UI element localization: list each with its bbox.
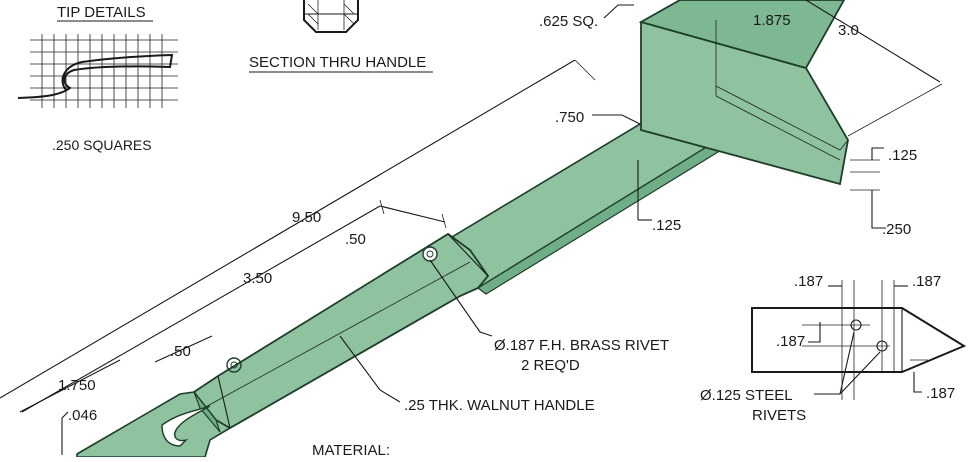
dim-line-950 (0, 59, 576, 399)
walnut-handle-top (192, 232, 490, 430)
walnut-handle-side (193, 391, 221, 433)
main-tool (76, 111, 720, 458)
dim-250-label: .250 (882, 221, 911, 238)
squares-label: .250 SQUARES (52, 137, 152, 153)
brass-rivet-lower (226, 357, 242, 373)
detail-outline (751, 307, 967, 373)
dim-625-sq-label: .625 SQ. (539, 13, 598, 30)
dim-30-label: 3.0 (838, 22, 859, 39)
dim-046-label: .046 (68, 407, 97, 424)
det-187-c-label: .187 (776, 333, 805, 350)
tip-profile-outline (17, 53, 174, 99)
tip-details-view: TIP DETAILS .250 SQUARES (17, 4, 178, 153)
brass-rivet-line2: 2 REQ'D (521, 357, 580, 374)
tip-details-title: TIP DETAILS (57, 4, 146, 21)
dim-1875-label: 1.875 (753, 12, 791, 29)
det-187-b-label: .187 (912, 273, 941, 290)
rivet-detail-view: .187 .187 .187 .187 Ø.125 STEEL RIVETS (700, 273, 967, 424)
walnut-handle-label: .25 THK. WALNUT HANDLE (404, 397, 595, 414)
dim-125-top-label: .125 (888, 147, 917, 164)
brass-rivet-upper (422, 246, 438, 262)
brass-rivet-line1: Ø.187 F.H. BRASS RIVET (494, 337, 669, 354)
steel-rivets-line2: RIVETS (752, 407, 806, 424)
det-187-d-label: .187 (926, 385, 955, 402)
main-dimensions: 9.50 3.50 .50 .50 1.750 .046 .750 .125 (0, 59, 681, 455)
dim-line-350 (21, 205, 381, 413)
steel-rivets-line1: Ø.125 STEEL (700, 387, 793, 404)
section-title: SECTION THRU HANDLE (249, 54, 426, 71)
dim-950-label: 9.50 (292, 209, 321, 226)
section-outline (303, 0, 359, 33)
dim-125-mid-label: .125 (652, 217, 681, 234)
callouts: Ø.187 F.H. BRASS RIVET 2 REQ'D .25 THK. … (312, 259, 669, 459)
dim-50-top-label: .50 (345, 231, 366, 248)
det-187-a-label: .187 (794, 273, 823, 290)
dim-350-label: 3.50 (243, 270, 272, 287)
steel-rivet-1 (850, 319, 862, 331)
tip-hook-slot (161, 405, 211, 447)
walnut-handle-leader (339, 335, 401, 403)
dim-50-bottom-label: .50 (170, 343, 191, 360)
end-block-view: .625 SQ. 1.875 3.0 .125 .250 (539, 0, 943, 238)
material-label: MATERIAL: (312, 442, 390, 457)
steel-rivet-2 (876, 340, 888, 352)
dim-1750-label: 1.750 (58, 377, 96, 394)
brass-rivet-leader (429, 259, 493, 337)
tip-grid (30, 34, 178, 108)
block-top-face (638, 0, 846, 70)
section-thru-handle-view: SECTION THRU HANDLE (249, 0, 433, 73)
dim-750-label: .750 (555, 109, 584, 126)
